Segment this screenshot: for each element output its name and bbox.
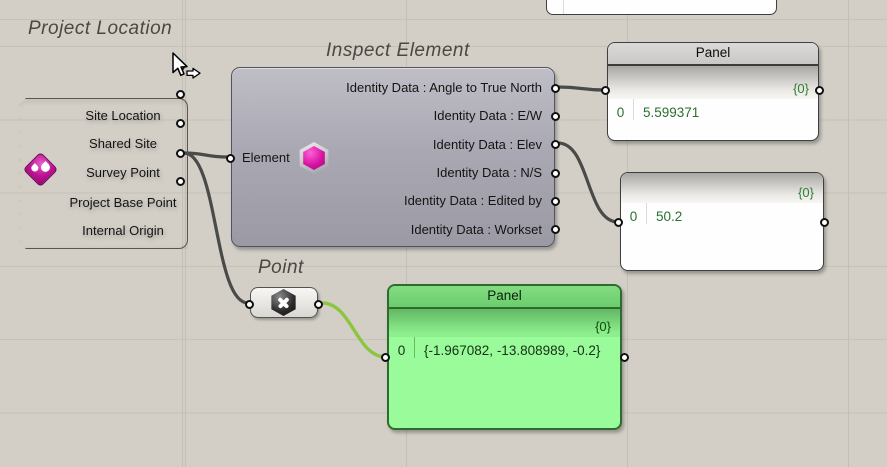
panel-row-index: 0 [608,99,634,120]
wire-basepoint-to-point[interactable] [182,151,250,305]
output-label-workset: Identity Data : Workset [410,221,542,237]
panel-title: Panel [389,286,620,309]
output-label-ns: Identity Data : N/S [436,165,543,180]
inspect-element-title: Inspect Element [326,40,470,61]
mouse-cursor [172,52,201,79]
panel-row-index: 0 [389,337,415,358]
element-hexagon-core [303,146,325,170]
grip-shared-site[interactable] [176,89,185,99]
output-label-site-location: Site Location [85,108,161,123]
output-label-project-base-point: Project Base Point [69,195,177,210]
point-param-component[interactable] [245,287,323,318]
panel-path-strip: {0} [621,173,823,203]
panel-angle[interactable]: Panel {0} 0 5.599371 [607,42,819,141]
output-label-angle-true-north: Identity Data : Angle to True North [346,80,542,95]
panel-row-value: 50.2 [656,209,683,224]
output-label-internal-origin: Internal Origin [82,223,164,238]
map-pin-icon [39,161,52,174]
project-location-body[interactable]: Site Location Shared Site Survey Point P… [18,98,188,249]
panel-index-divider [563,0,564,14]
grip-point-output[interactable] [314,299,323,309]
grip-project-base-point[interactable] [176,148,185,158]
panel-partial-top[interactable] [546,0,777,15]
grip-ew-output[interactable] [551,111,560,121]
grip-internal-origin[interactable] [176,176,185,186]
panel-row-value: 5.599371 [643,105,700,120]
grip-panel-point-output[interactable] [620,352,629,362]
panel-path-label: {0} [595,319,611,334]
panel-elev[interactable]: {0} 0 50.2 [620,172,824,271]
wire-elev-to-panel[interactable] [556,141,620,224]
grip-panel-elev-input[interactable] [614,217,623,227]
panel-body[interactable]: 0 5.599371 [608,99,818,120]
output-label-elev: Identity Data : Elev [432,136,542,152]
point-x-icon [271,289,296,316]
wire-point-to-panel-selected[interactable] [320,301,388,359]
grip-survey-point[interactable] [176,118,185,128]
grip-panel-angle-output[interactable] [815,85,824,95]
project-location-component[interactable]: Site Location Shared Site Survey Point P… [8,49,188,249]
output-label-survey-point: Survey Point [86,165,160,180]
wire-angle-to-panel[interactable] [556,85,607,92]
inspect-element-component[interactable]: Element Identity Data : Angle to True No… [226,67,560,247]
map-pin-icon [29,163,40,174]
panel-path-strip: {0} [608,66,818,99]
panel-path-label: {0} [798,185,814,200]
output-label-edited-by: Identity Data : Edited by [403,193,542,208]
panel-title: Panel [608,43,818,66]
panel-path-label: {0} [793,81,809,96]
project-location-title: Project Location [28,18,173,39]
panel-body[interactable]: 0 {-1.967082, -13.808989, -0.2} [389,337,620,358]
panel-row-value: {-1.967082, -13.808989, -0.2} [424,343,601,358]
panel-body[interactable]: 0 50.2 [621,203,823,224]
grip-elev-output[interactable] [551,140,560,149]
element-input-label: Element [242,150,290,165]
grip-workset-output[interactable] [551,225,560,234]
output-label-shared-site: Shared Site [89,136,157,151]
grip-panel-point-input[interactable] [381,352,390,362]
point-title: Point [258,257,304,278]
panel-point-selected[interactable]: Panel {0} 0 {-1.967082, -13.808989, -0.2… [387,284,622,430]
grip-ns-output[interactable] [551,168,560,178]
panel-path-strip: {0} [389,309,620,337]
grip-point-input[interactable] [245,299,254,309]
grip-angle-output[interactable] [551,83,560,93]
panel-row-index: 0 [621,203,647,224]
grip-panel-angle-input[interactable] [601,85,610,95]
output-label-ew: Identity Data : E/W [433,108,542,123]
grip-edited-by-output[interactable] [551,196,560,206]
grip-panel-elev-output[interactable] [820,217,829,227]
element-hexagon-icon [299,142,329,174]
grip-element-input[interactable] [226,153,235,163]
